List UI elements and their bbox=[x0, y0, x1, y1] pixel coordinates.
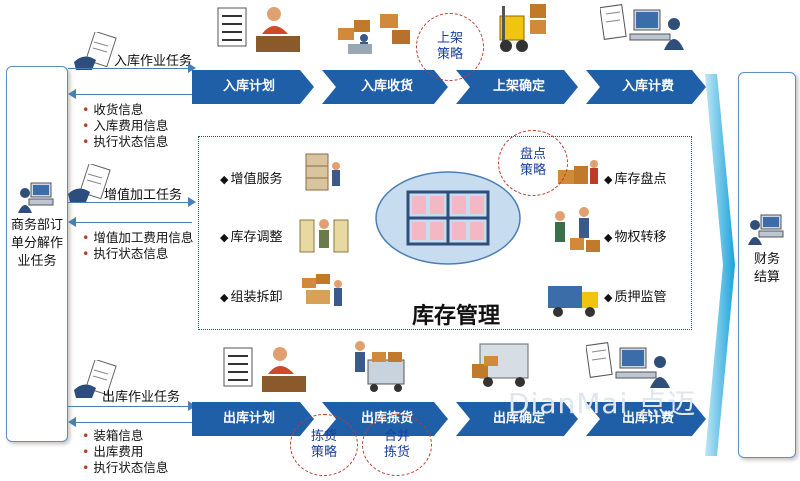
inbound-step-billing[interactable]: 入库计费 bbox=[586, 70, 706, 104]
stocktaking-strategy-badge: 盘点 策略 bbox=[498, 130, 568, 196]
outbound-task-arrow bbox=[68, 406, 192, 407]
merge-picking-label: 合并 拣货 bbox=[383, 429, 410, 460]
list-item: 出库费用 bbox=[82, 444, 168, 460]
arrowhead-left-icon bbox=[68, 89, 76, 99]
computer-user-icon bbox=[748, 214, 784, 245]
outbound-feedback-list: 装箱信息 出库费用 执行状态信息 bbox=[82, 428, 168, 476]
outbound-feedback-arrow bbox=[72, 422, 192, 423]
feature-pledge-supervision: 质押监管 bbox=[604, 286, 666, 305]
arrowhead-right-icon bbox=[188, 63, 196, 73]
value-added-feedback-arrow bbox=[72, 222, 192, 223]
finance-label: 财务结算 bbox=[753, 252, 780, 285]
inventory-management-title: 库存管理 bbox=[412, 304, 501, 329]
inventory-management-box bbox=[198, 136, 692, 330]
inbound-feedback-arrow bbox=[72, 94, 192, 95]
picking-cart-icon bbox=[355, 341, 405, 392]
value-added-task-label: 增值加工任务 bbox=[104, 188, 183, 203]
feature-value-added-service: 增值服务 bbox=[220, 168, 282, 187]
list-item: 执行状态信息 bbox=[82, 246, 194, 262]
step-label: 上架确定 bbox=[492, 79, 545, 94]
inbound-task-label: 入库作业任务 bbox=[114, 54, 193, 69]
order-dept-label: 商务部订单分解作业任务 bbox=[11, 218, 64, 269]
list-item: 执行状态信息 bbox=[82, 460, 168, 476]
merge-picking-badge: 合并 拣货 bbox=[362, 414, 432, 476]
list-item: 增值加工费用信息 bbox=[82, 230, 194, 246]
inventory-adjust-icon bbox=[299, 219, 349, 253]
computer-user-icon bbox=[18, 182, 54, 213]
inbound-task-arrow bbox=[68, 68, 192, 69]
watermark: DianMai 点迈 bbox=[508, 387, 697, 420]
list-item: 执行状态信息 bbox=[82, 134, 168, 150]
stocktaking-strategy-label: 盘点 策略 bbox=[519, 147, 546, 178]
boxes-workers-icon bbox=[338, 14, 410, 54]
billing-computer-icon bbox=[600, 4, 684, 50]
step-label: 入库计费 bbox=[621, 79, 674, 94]
inbound-step-plan[interactable]: 入库计划 bbox=[192, 70, 314, 104]
picking-strategy-badge: 拣货 策略 bbox=[290, 414, 358, 476]
list-item: 装箱信息 bbox=[82, 428, 168, 444]
feature-assembly-disassembly: 组装拆卸 bbox=[220, 286, 282, 305]
inbound-feedback-list: 收货信息 入库费用信息 执行状态信息 bbox=[82, 102, 168, 150]
order-dept-panel: 商务部订单分解作业任务 bbox=[6, 66, 68, 442]
outbound-step-confirm[interactable]: 出库确定 bbox=[456, 402, 578, 436]
planning-clerk-icon bbox=[223, 347, 306, 392]
document-hand-icon bbox=[74, 32, 117, 70]
billing-computer-icon bbox=[586, 342, 670, 388]
forklift-icon bbox=[499, 4, 546, 52]
ownership-transfer-icon bbox=[555, 207, 600, 252]
assembly-worker-icon bbox=[302, 274, 342, 306]
arrowhead-left-icon bbox=[68, 417, 76, 427]
shelving-strategy-badge: 上架 策略 bbox=[416, 13, 484, 81]
feature-stocktaking: 库存盘点 bbox=[604, 168, 666, 187]
outbound-truck-icon bbox=[472, 343, 529, 387]
feature-inventory-adjust: 库存调整 bbox=[220, 226, 282, 245]
planning-clerk-icon bbox=[217, 7, 300, 52]
finance-panel: 财务结算 bbox=[738, 72, 796, 458]
step-label: 出库确定 bbox=[492, 411, 545, 426]
step-label: 出库计费 bbox=[621, 411, 674, 426]
flow-to-finance-arrow bbox=[705, 74, 735, 456]
delivery-truck-icon bbox=[548, 286, 598, 317]
value-added-worker-icon bbox=[305, 153, 340, 191]
step-label: 入库计划 bbox=[222, 79, 275, 94]
outbound-step-billing[interactable]: 出库计费 bbox=[586, 402, 706, 436]
document-hand-icon bbox=[68, 164, 111, 202]
shelving-strategy-label: 上架 策略 bbox=[436, 31, 463, 62]
document-hand-icon bbox=[74, 360, 117, 398]
outbound-step-plan[interactable]: 出库计划 bbox=[192, 402, 314, 436]
outbound-task-label: 出库作业任务 bbox=[102, 390, 181, 405]
step-label: 入库收货 bbox=[360, 79, 413, 94]
value-added-task-arrow bbox=[68, 202, 192, 203]
inbound-step-receive[interactable]: 入库收货 bbox=[322, 70, 448, 104]
inbound-step-shelve[interactable]: 上架确定 bbox=[456, 70, 578, 104]
feature-ownership-transfer: 物权转移 bbox=[604, 226, 666, 245]
arrowhead-right-icon bbox=[188, 197, 196, 207]
list-item: 收货信息 bbox=[82, 102, 168, 118]
picking-strategy-label: 拣货 策略 bbox=[310, 429, 337, 460]
list-item: 入库费用信息 bbox=[82, 118, 168, 134]
arrowhead-left-icon bbox=[68, 217, 76, 227]
step-label: 出库计划 bbox=[222, 411, 275, 426]
value-added-feedback-list: 增值加工费用信息 执行状态信息 bbox=[82, 230, 194, 262]
warehouse-shelf-icon bbox=[375, 171, 521, 265]
